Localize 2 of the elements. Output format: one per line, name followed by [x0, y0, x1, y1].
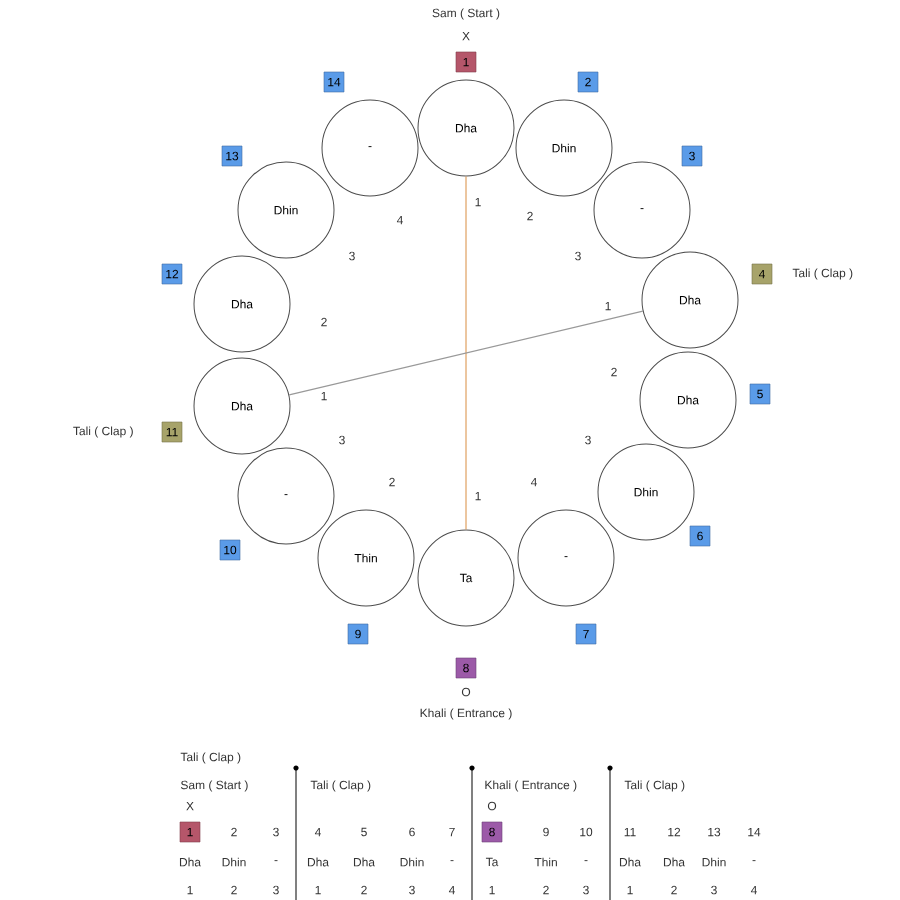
connector-line	[465, 175, 467, 531]
connector-line	[288, 310, 644, 396]
